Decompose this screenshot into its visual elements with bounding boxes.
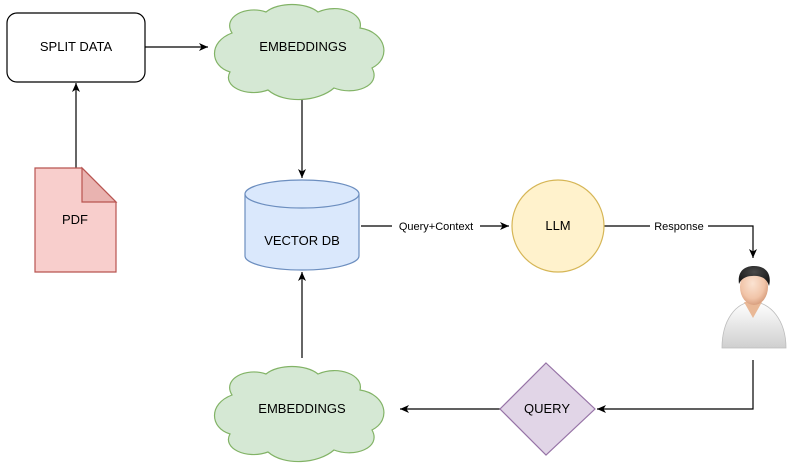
user-person-icon[interactable] bbox=[721, 266, 787, 349]
node-llm-label: LLM bbox=[545, 218, 570, 233]
node-embeddings-top[interactable]: EMBEDDINGS bbox=[214, 3, 385, 101]
node-llm[interactable]: LLM bbox=[511, 179, 605, 273]
node-split-data[interactable]: SPLIT DATA bbox=[6, 12, 146, 83]
edge-label-bg bbox=[650, 218, 708, 234]
node-embeddings-top-label: EMBEDDINGS bbox=[259, 39, 347, 54]
pdf-fold-icon bbox=[81, 166, 118, 203]
node-embeddings-bottom-label: EMBEDDINGS bbox=[258, 401, 346, 416]
node-query[interactable]: QUERY bbox=[499, 362, 596, 456]
node-vector-db[interactable]: VECTOR DB bbox=[244, 179, 360, 271]
node-vector-db-label: VECTOR DB bbox=[264, 233, 340, 248]
node-split-data-label: SPLIT DATA bbox=[40, 39, 113, 54]
node-pdf[interactable]: PDF bbox=[34, 166, 118, 273]
edge-user-to-query bbox=[597, 360, 754, 413]
node-query-label: QUERY bbox=[524, 401, 570, 416]
edge-label-query-context: Query+Context bbox=[399, 221, 473, 233]
node-pdf-label: PDF bbox=[62, 212, 88, 227]
node-embeddings-bottom[interactable]: EMBEDDINGS bbox=[214, 365, 385, 463]
edge-label-response: Response bbox=[654, 221, 704, 233]
edge-label-bg bbox=[392, 218, 480, 234]
